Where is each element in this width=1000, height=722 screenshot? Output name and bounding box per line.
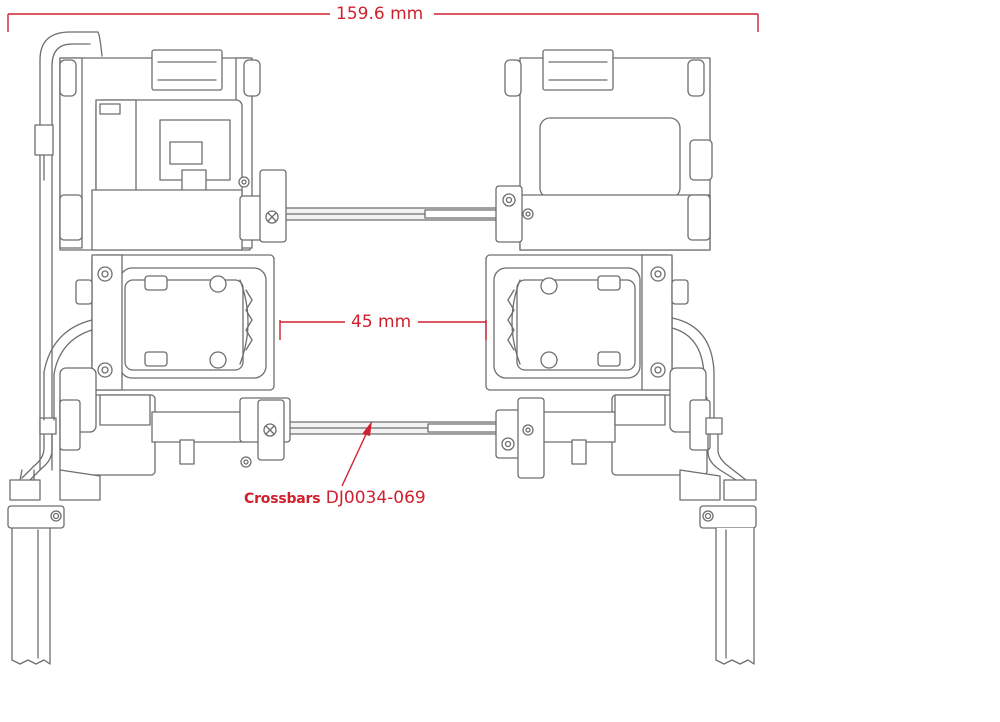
right-handle-tube [715, 527, 755, 665]
lower-right-bar-clamp [495, 397, 545, 479]
gap-dimension-line [279, 320, 487, 340]
left-handle-clamp [7, 469, 65, 529]
gap-width-label: 45 mm [351, 312, 412, 332]
lower-crossbar [279, 421, 501, 435]
left-rail [34, 31, 103, 471]
left-wire [21, 417, 57, 481]
left-handle-tube [11, 527, 51, 665]
overall-width-dimension-line [7, 13, 759, 32]
leader-arrowhead [362, 421, 372, 436]
right-upper-module [504, 49, 713, 251]
upper-right-bar-clamp [495, 185, 523, 243]
left-middle-module [75, 254, 275, 391]
crossbar-callout-leader [341, 421, 372, 487]
upper-crossbar [279, 207, 501, 221]
crossbars-callout: Crossbars DJ0034-069 [244, 490, 426, 507]
lower-left-bar-clamp [239, 397, 291, 468]
right-middle-module [485, 254, 689, 391]
left-upper-module [59, 49, 265, 251]
crossbars-callout-name: Crossbars [244, 491, 321, 507]
left-curved-tube [43, 319, 93, 421]
left-lower-module [59, 367, 243, 501]
upper-left-bar-clamp [259, 169, 287, 243]
overall-width-label: 159.6 mm [336, 4, 424, 24]
crossbars-part-number: DJ0034-069 [325, 488, 426, 508]
right-wire [705, 417, 747, 481]
